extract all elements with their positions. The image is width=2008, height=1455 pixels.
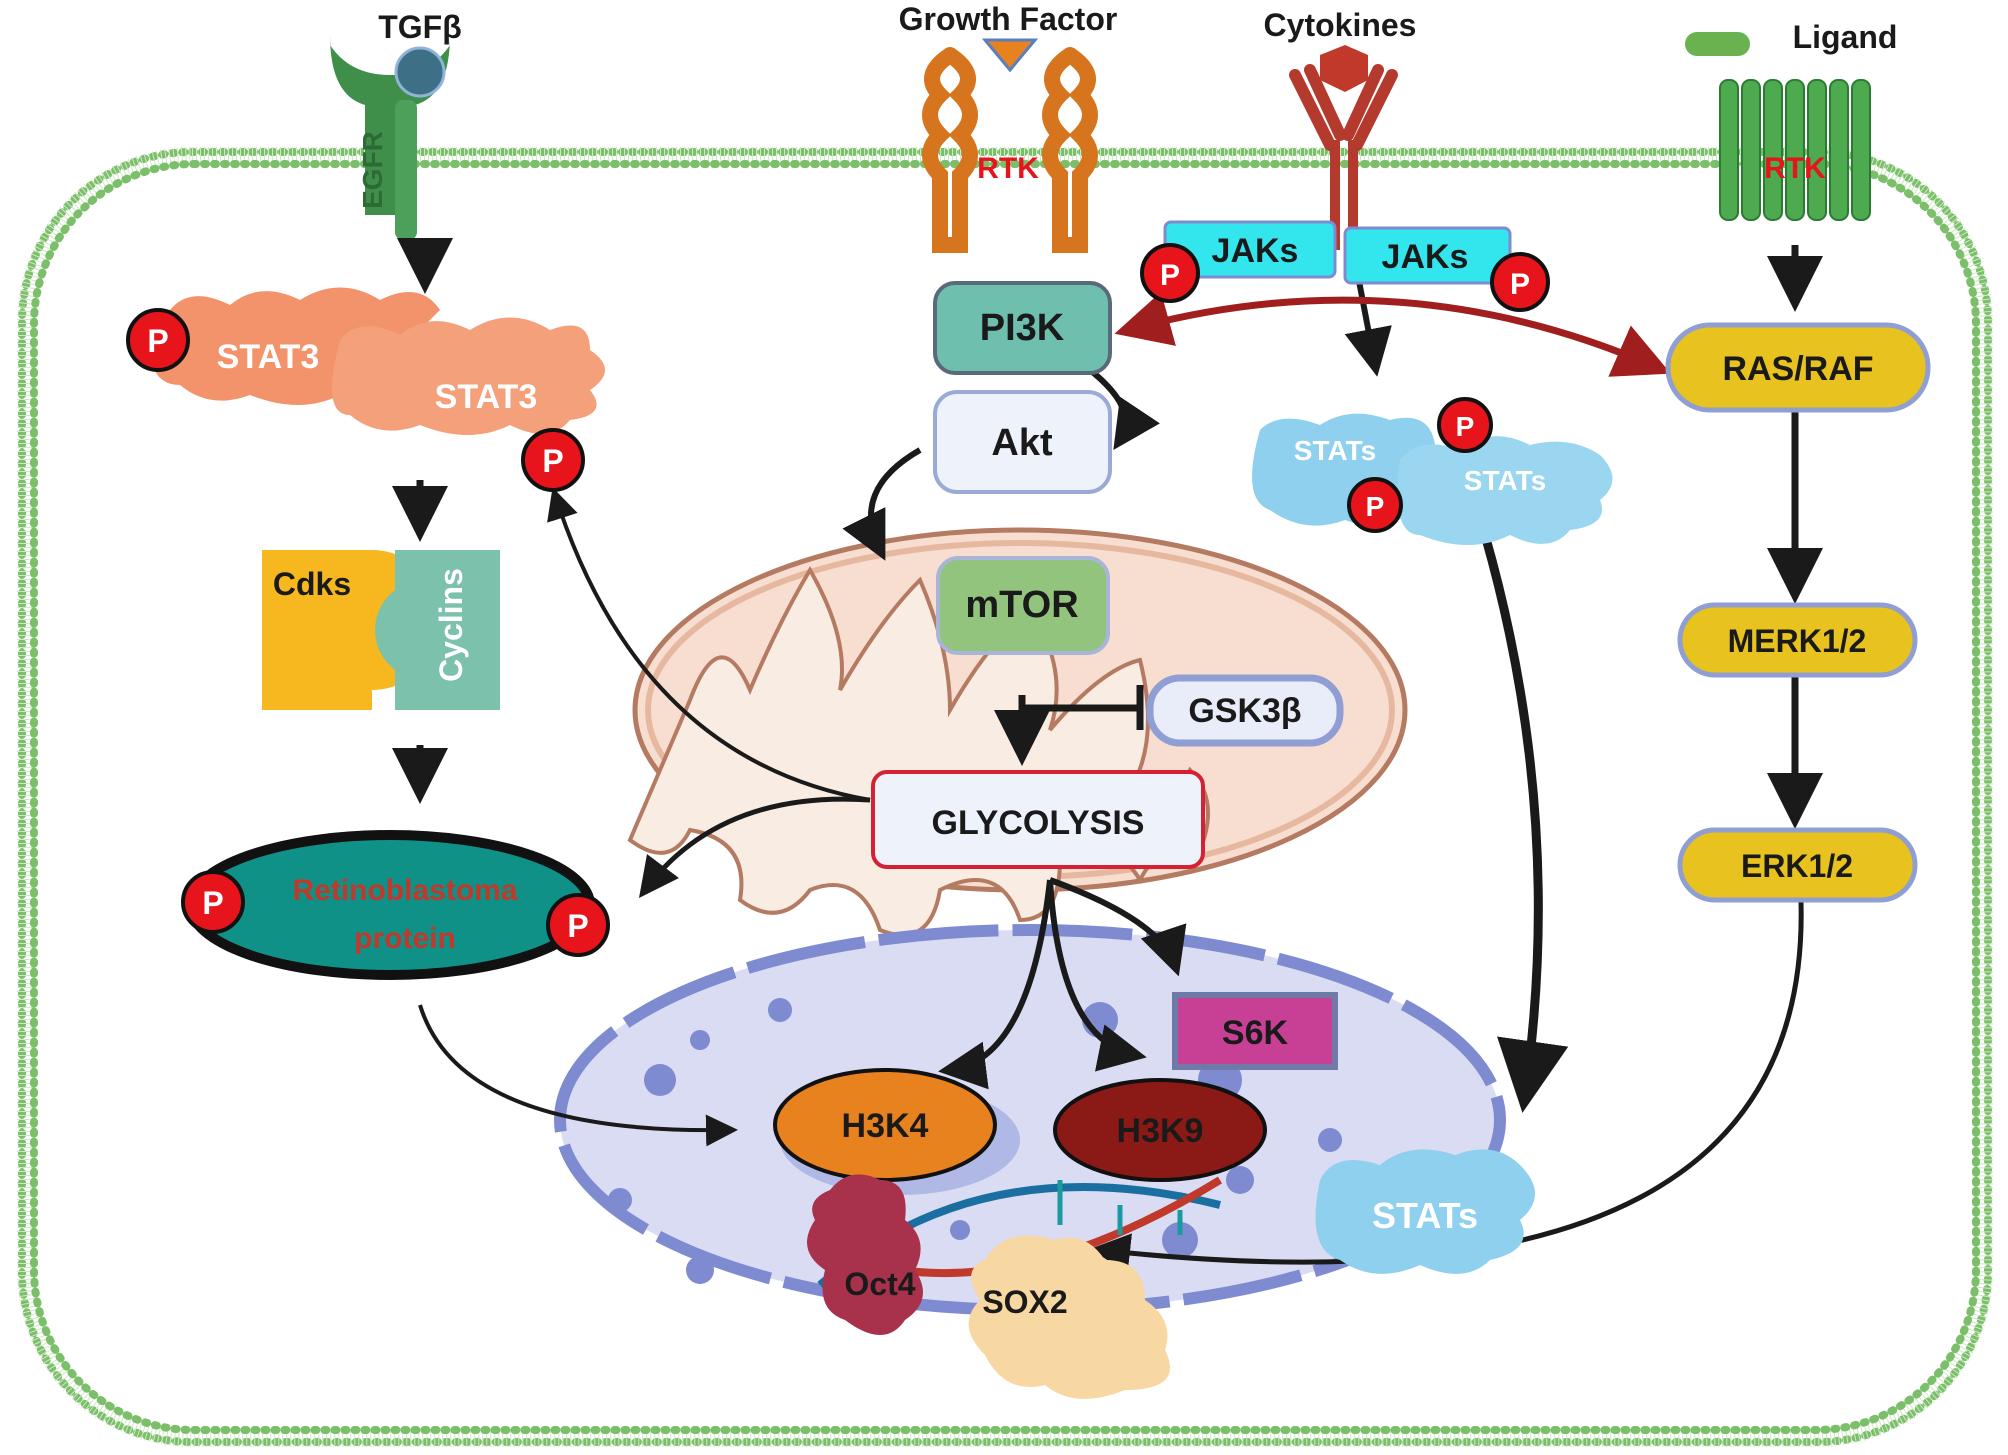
stats-b-label: STATs <box>1464 465 1546 496</box>
phospho-rb-right: P <box>546 893 610 957</box>
ligand-receptor <box>1685 32 1871 221</box>
gsk3b-node <box>1146 674 1344 747</box>
h3k9-label: H3K9 <box>1117 1112 1204 1150</box>
pi3k-node <box>933 281 1112 375</box>
oct4-protein <box>807 1174 923 1335</box>
phospho-jaks-left: P <box>1140 243 1200 303</box>
pi3k-label: PI3K <box>980 307 1065 349</box>
phospho-label: P <box>1160 259 1180 292</box>
ras-raf-label: RAS/RAF <box>1722 350 1873 388</box>
ligand-label: Ligand <box>1793 19 1898 55</box>
cdks-label: Cdks <box>273 566 351 602</box>
glycolysis-node <box>871 770 1205 869</box>
egfr-receptor <box>330 35 450 240</box>
phospho-rb-left: P <box>181 870 245 934</box>
sox2-protein <box>968 1235 1170 1399</box>
phospho-stat3-a: P <box>126 308 190 372</box>
h3k9-node <box>1053 1078 1267 1182</box>
pi3k-ras-feedback-arrow <box>1114 291 1671 377</box>
phospho-stats-a: P <box>1437 397 1493 453</box>
akt-label: Akt <box>991 422 1053 464</box>
cyclins-label: Cyclins <box>433 568 469 682</box>
phospho-label: P <box>147 323 168 359</box>
jaks-right-label: JAKs <box>1382 238 1469 276</box>
tgfb-label: TGFβ <box>378 9 462 45</box>
phospho-label: P <box>567 908 588 944</box>
cytokine-receptor <box>1289 45 1398 250</box>
mtor-node <box>936 556 1110 655</box>
stats-nucleus-shape <box>1315 1149 1535 1274</box>
phospho-stat3-b: P <box>521 428 585 492</box>
egfr-label: EGFR <box>357 131 388 209</box>
stats-nucleus-label: STATs <box>1372 1195 1478 1236</box>
s6k-node <box>1172 992 1338 1070</box>
merk-node <box>1677 602 1918 678</box>
growth-factor-label: Growth Factor <box>899 1 1118 37</box>
jaks-left-label: JAKs <box>1212 232 1299 270</box>
rb-label-line1: Retinoblastoma <box>292 874 517 907</box>
stat3-a-label: STAT3 <box>217 338 320 376</box>
mtor-label: mTOR <box>965 584 1078 626</box>
stat3-b-label: STAT3 <box>435 378 538 416</box>
cytokines-label: Cytokines <box>1264 7 1417 43</box>
h3k4-label: H3K4 <box>842 1107 929 1145</box>
oct4-label: Oct4 <box>844 1266 915 1302</box>
stat3-dimer <box>150 287 605 435</box>
akt-node <box>933 390 1112 494</box>
stats-a-label: STATs <box>1294 435 1376 466</box>
phospho-label: P <box>1366 491 1385 522</box>
gsk3b-inhibition <box>1022 685 1144 730</box>
ras-raf-node <box>1665 322 1931 413</box>
s6k-label: S6K <box>1222 1014 1289 1052</box>
sox2-label: SOX2 <box>982 1284 1067 1320</box>
rtk-left-label: RTK <box>977 152 1039 185</box>
phospho-label: P <box>1456 411 1475 442</box>
phospho-jaks-right: P <box>1490 252 1550 312</box>
merk-label: MERK1/2 <box>1728 623 1867 659</box>
phospho-label: P <box>202 885 223 921</box>
gsk3b-label: GSK3β <box>1188 692 1301 730</box>
cell-membrane <box>17 147 1993 1447</box>
erk-node <box>1677 827 1918 903</box>
growth-factor-receptor <box>922 38 1098 253</box>
phospho-label: P <box>1510 268 1530 301</box>
phospho-label: P <box>542 443 563 479</box>
pathway-arrows <box>392 238 1823 1274</box>
stats-dimer <box>1252 413 1613 545</box>
rb-label-line2: protein <box>354 922 456 955</box>
glycolysis-label: GLYCOLYSIS <box>932 804 1145 842</box>
h3k4-node <box>773 1068 997 1182</box>
cdks-cyclins-complex <box>262 550 500 710</box>
rtk-right-label: RTK <box>1764 152 1826 185</box>
phospho-stats-b: P <box>1347 477 1403 533</box>
erk-label: ERK1/2 <box>1741 848 1853 884</box>
